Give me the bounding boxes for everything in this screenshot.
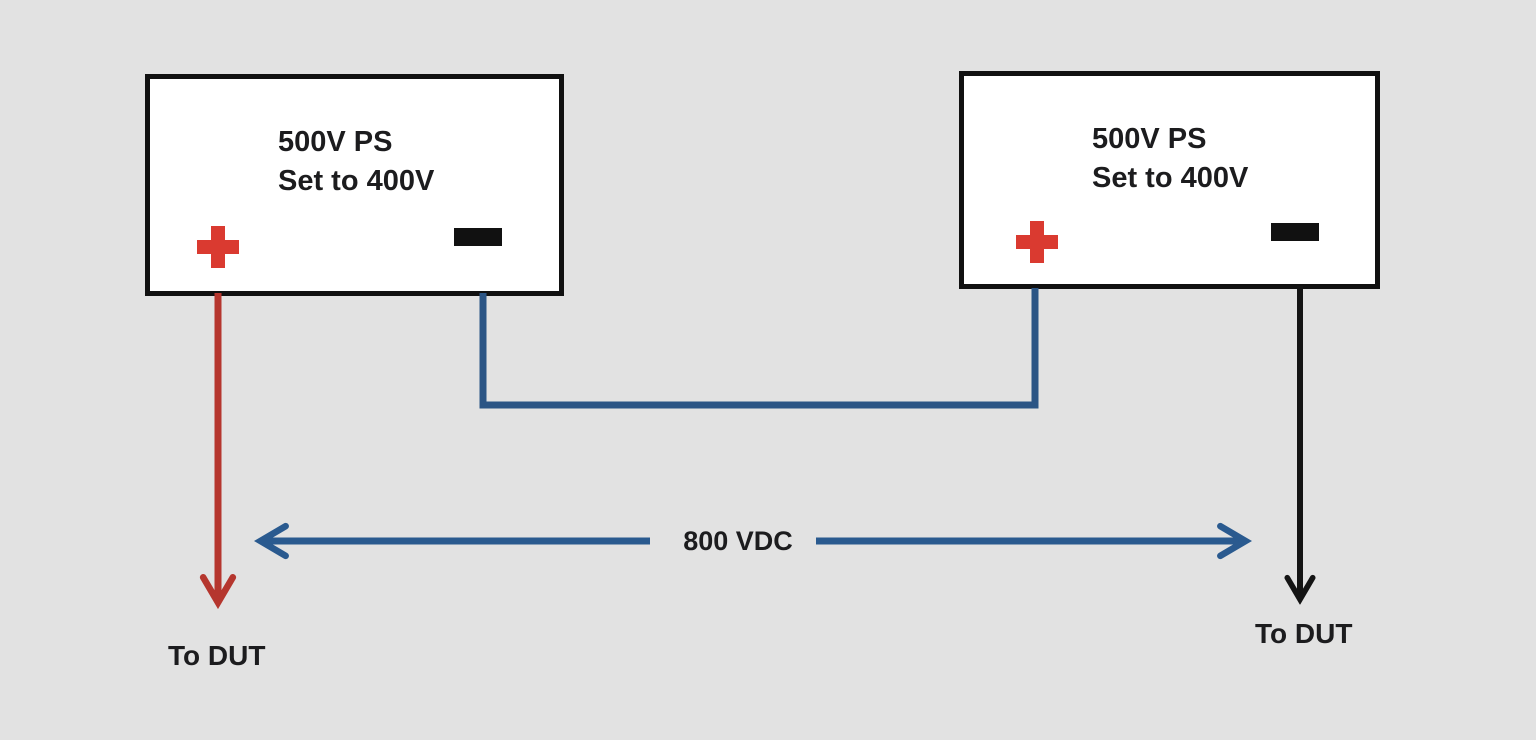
series-wire xyxy=(479,288,1039,409)
power-supply-left: 500V PS Set to 400V xyxy=(145,74,564,296)
power-supply-label: 500V PS Set to 400V xyxy=(278,123,434,201)
bus-voltage-label: 800 VDC xyxy=(683,526,793,556)
power-supply-label: 500V PS Set to 400V xyxy=(1092,120,1248,198)
positive-terminal-icon xyxy=(1014,219,1060,270)
to-dut-label-left: To DUT xyxy=(168,640,266,671)
power-supply-right: 500V PS Set to 400V xyxy=(959,71,1380,289)
power-supply-setting: Set to 400V xyxy=(278,165,435,197)
power-supply-rating: 500V PS xyxy=(278,126,393,158)
power-supply-setting: Set to 400V xyxy=(1092,162,1249,194)
positive-terminal-icon xyxy=(195,224,241,275)
negative-terminal-icon xyxy=(1271,223,1319,246)
negative-terminal-icon xyxy=(454,228,502,251)
power-supply-rating: 500V PS xyxy=(1092,123,1207,155)
to-dut-label-right: To DUT xyxy=(1255,618,1353,649)
